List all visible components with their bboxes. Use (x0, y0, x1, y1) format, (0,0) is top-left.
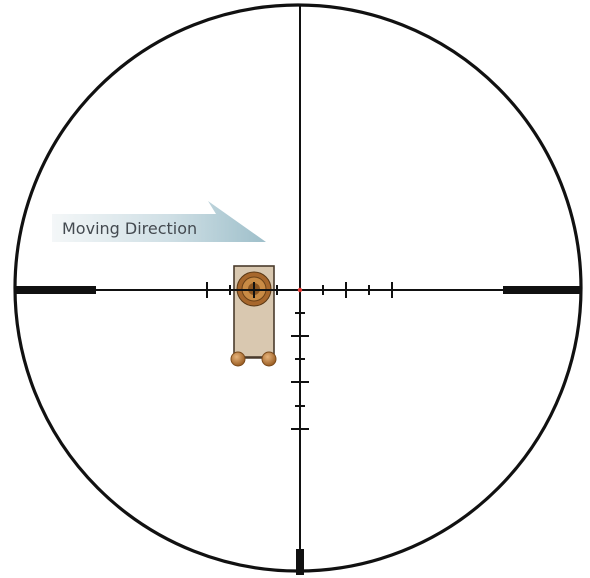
post-bottom (296, 549, 304, 575)
target-wheel-left (231, 352, 245, 366)
post-right (503, 286, 581, 294)
direction-arrow-icon: Moving Direction (52, 201, 266, 242)
target-icon (231, 266, 276, 366)
center-dot (298, 288, 302, 292)
moving-direction-label: Moving Direction (62, 219, 197, 238)
post-left (16, 286, 96, 294)
target-wheel-right (262, 352, 276, 366)
scope-ring (15, 5, 581, 571)
